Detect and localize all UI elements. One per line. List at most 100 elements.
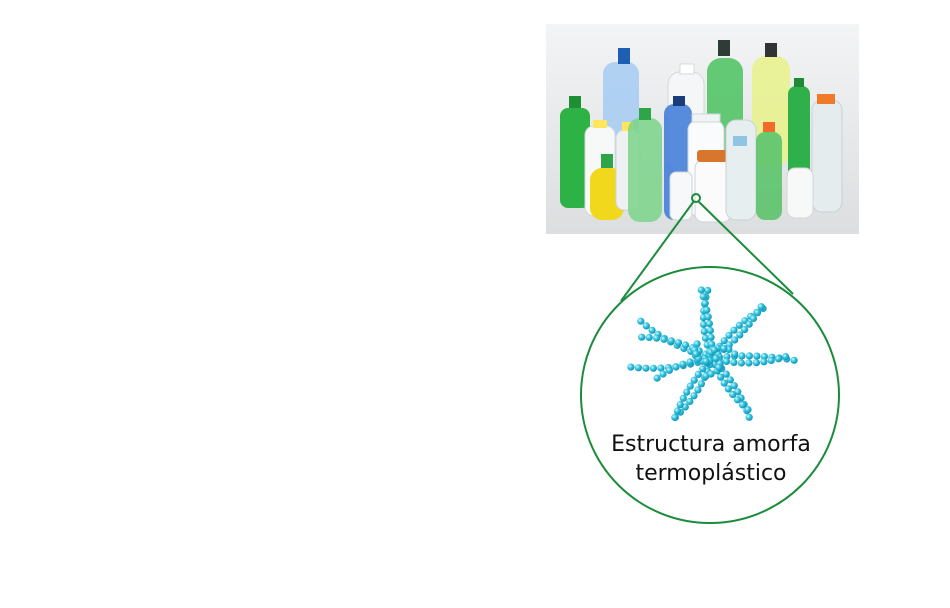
polymer-bead — [745, 352, 754, 360]
polymer-bead — [731, 350, 739, 358]
polymer-bead — [700, 327, 708, 335]
polymer-bead — [745, 320, 753, 328]
zoom-origin-marker — [691, 193, 701, 203]
polymer-bead — [667, 337, 675, 345]
polymer-bead — [753, 352, 761, 360]
polymer-bead — [672, 363, 680, 371]
polymer-bead — [712, 354, 720, 362]
polymer-bead — [648, 326, 656, 334]
polymer-bead — [767, 356, 775, 365]
polymer-bead — [704, 286, 712, 294]
polymer-bead — [753, 309, 762, 317]
bottle-green-orange-cap — [756, 122, 782, 220]
polymer-bead — [739, 401, 747, 409]
polymer-bead — [686, 382, 694, 390]
bottle-green-left — [560, 96, 590, 208]
polymer-bead — [638, 333, 646, 341]
polymer-bead — [730, 358, 738, 366]
polymer-bead — [707, 370, 715, 378]
caption-line-1: Estructura amorfa — [611, 432, 811, 457]
polymer-bead — [674, 339, 683, 347]
polymer-bead — [660, 335, 668, 343]
polymer-bead — [749, 314, 758, 323]
polymer-bead — [720, 379, 728, 387]
polymer-bead — [683, 388, 691, 396]
polymer-bead — [676, 401, 684, 409]
bottle-clear-right — [811, 94, 843, 213]
zoom-connector — [580, 193, 840, 524]
zoom-line-right — [697, 200, 794, 295]
polymer-bead — [745, 413, 753, 421]
polymer-bead — [729, 390, 737, 399]
bottle-clear-mid — [725, 119, 757, 221]
polymer-bead — [710, 346, 718, 354]
polymer-bead — [693, 340, 701, 348]
polymer-bead — [694, 370, 702, 378]
polymer-bead — [701, 299, 709, 307]
polymer-bead — [700, 320, 708, 329]
polymer-bead — [634, 364, 643, 372]
polymer-bead — [682, 341, 690, 349]
bottle-green-clear — [628, 108, 662, 222]
polymer-bead — [738, 352, 746, 360]
polymer-bead — [730, 382, 738, 390]
polymer-bead — [637, 317, 645, 325]
caption-line-2: termoplástico — [635, 461, 787, 486]
polymer-bead — [722, 357, 731, 365]
polymer-bead — [744, 406, 752, 414]
polymer-bead — [642, 364, 650, 372]
polymer-bead — [726, 376, 734, 384]
polymer-bead — [659, 370, 667, 378]
polymer-bead — [722, 370, 730, 378]
polymer-bead — [697, 380, 706, 388]
polymer-bead — [690, 376, 698, 384]
polymer-bead — [692, 350, 700, 358]
polymer-bead — [731, 336, 739, 344]
magnified-circle — [580, 266, 840, 524]
plastic-bottles-photo — [546, 24, 859, 234]
polymer-bead — [703, 306, 711, 314]
polymer-bead — [702, 357, 710, 365]
bottle-white-small-front — [669, 171, 693, 221]
polymer-bead — [679, 394, 687, 402]
polymer-bead — [725, 331, 733, 339]
amorphous-polymer-chains — [627, 286, 798, 421]
polymer-bead — [665, 366, 674, 374]
polymer-bead — [686, 397, 694, 406]
polymer-bead — [752, 359, 761, 367]
polymer-bead — [745, 359, 753, 367]
polymer-bead — [642, 322, 650, 330]
polymer-bead — [657, 364, 665, 372]
polymer-bead — [782, 353, 790, 361]
polymer-bead — [697, 286, 705, 294]
polymer-bead — [699, 365, 707, 373]
polymer-bead — [730, 326, 738, 334]
polymer-bead — [694, 386, 702, 394]
polymer-bead — [724, 385, 732, 393]
polymer-bead — [705, 320, 714, 328]
polymer-bead — [701, 334, 710, 342]
polymer-bead — [708, 340, 716, 348]
polymer-bead — [707, 333, 715, 341]
polymer-bead — [717, 373, 725, 381]
polymer-bead — [704, 313, 712, 321]
polymer-bead — [720, 337, 728, 345]
polymer-bead — [774, 355, 783, 363]
polymer-bead — [741, 326, 749, 334]
polymer-bead — [733, 396, 742, 404]
polymer-bead — [706, 326, 715, 335]
polymer-bead — [757, 303, 765, 311]
polymer-bead — [686, 358, 694, 366]
polymer-bead — [649, 364, 658, 372]
polymer-bead — [690, 392, 698, 400]
polymer-bead — [736, 331, 744, 339]
polymer-bead — [715, 363, 723, 371]
polymer-bead — [653, 334, 661, 342]
polymer-bead — [735, 321, 743, 329]
polymer-bead — [673, 407, 682, 415]
polymer-bead — [737, 359, 746, 367]
polymer-bead — [760, 358, 768, 366]
polymer-bead — [679, 360, 687, 368]
bottle-white-front-right — [786, 167, 814, 219]
